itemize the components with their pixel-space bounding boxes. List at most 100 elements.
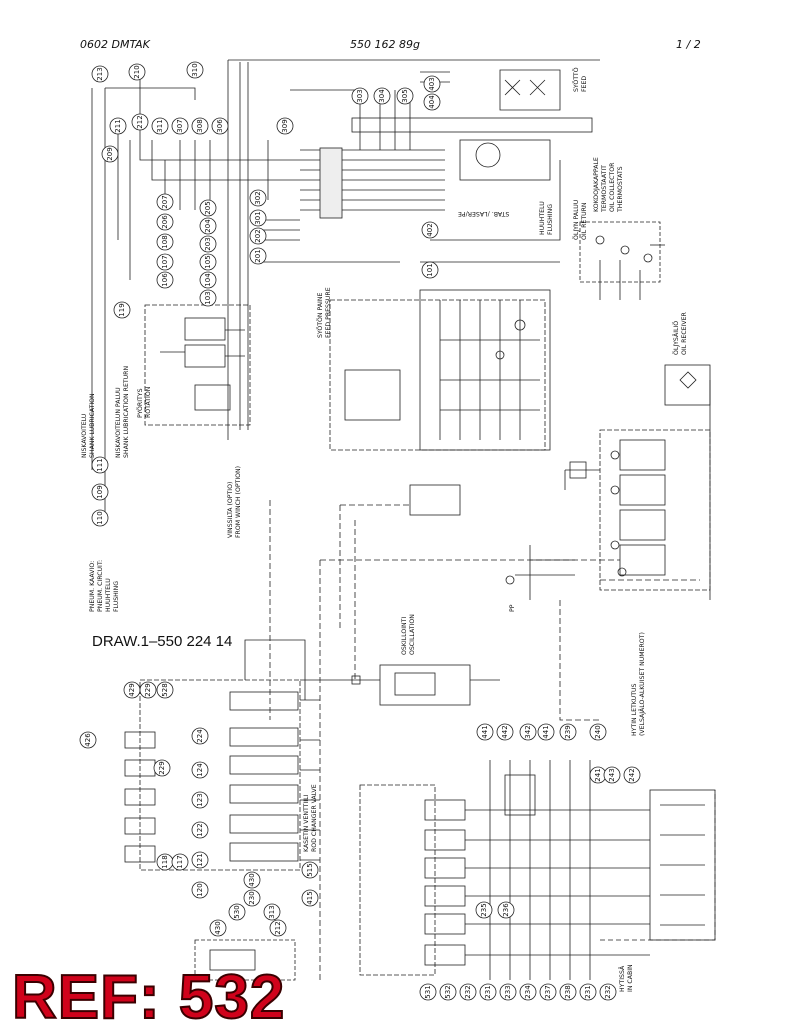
callout-number: 118 [161, 855, 169, 868]
callout-cabin-bottom-3: 231 [479, 983, 497, 1001]
oil-collector [579, 221, 661, 300]
callout-left-col-7: 309 [276, 117, 294, 135]
callout-number: 237 [544, 985, 552, 998]
callout-number: 415 [306, 891, 314, 904]
callout-circle [191, 851, 209, 869]
callout-circle [599, 983, 617, 1001]
callout-cabin-bottom-7: 238 [559, 983, 577, 1001]
callout-circle [559, 983, 577, 1001]
callout-grid-a-3: 107 [156, 253, 174, 271]
callout-number: 203 [204, 237, 212, 250]
callout-number: 123 [196, 793, 204, 806]
callout-circle [373, 87, 391, 105]
callout-left-col-6: 209 [101, 145, 119, 163]
callout-number: 404 [428, 95, 436, 109]
callout-mid-1: 101 [421, 261, 439, 279]
callout-circle [396, 87, 414, 105]
callout-cabin-top-6: 241 [589, 766, 607, 784]
callout-number: 441 [542, 725, 550, 738]
callout-circle [191, 761, 209, 779]
callout-grid-b-1: 204 [199, 217, 217, 235]
callout-number: 110 [96, 511, 104, 524]
callout-grid-c-3: 201 [249, 247, 267, 265]
callout-circle [191, 821, 209, 839]
callout-circle [171, 117, 189, 135]
callout-number: 238 [564, 985, 572, 998]
callout-rod-left-11: 118 [156, 853, 174, 871]
callout-circle [421, 261, 439, 279]
callout-rod-left-0: 429 [123, 681, 141, 699]
callout-number: 210 [133, 65, 141, 78]
callout-left-col-1: 212 [131, 113, 149, 131]
callout-circle [156, 271, 174, 289]
callout-number: 229 [144, 683, 152, 696]
callout-number: 515 [306, 863, 314, 876]
callout-number: 231 [484, 985, 492, 998]
callout-grid-c-2: 202 [249, 227, 267, 245]
callout-number: 204 [204, 219, 212, 233]
callout-grid-b-2: 203 [199, 235, 217, 253]
rod-changer-bank [124, 639, 320, 981]
callout-circle [603, 766, 621, 784]
callout-number: 402 [426, 223, 434, 236]
callout-side-2: 110 [91, 509, 109, 527]
callout-number: 232 [604, 985, 612, 998]
callout-circle [101, 145, 119, 163]
callout-number: 234 [524, 985, 532, 999]
callout-top-4: 304 [373, 87, 391, 105]
callout-circle [243, 889, 261, 907]
callout-rod-bottom-0: 430 [209, 919, 227, 937]
callout-grid-b-3: 105 [199, 253, 217, 271]
callout-number: 230 [248, 891, 256, 904]
callout-number: 231 [584, 985, 592, 998]
callout-circle [351, 87, 369, 105]
callout-circle [91, 65, 109, 83]
callout-circle [249, 209, 267, 227]
callout-circle [423, 75, 441, 93]
callout-left-col-0: 211 [109, 117, 127, 135]
callout-number: 205 [204, 201, 212, 214]
callout-number: 229 [158, 761, 166, 774]
callout-circle [479, 983, 497, 1001]
doc-code: 0602 DMTAK [80, 38, 150, 51]
callout-circle [79, 731, 97, 749]
callout-cabin-top-8: 242 [623, 766, 641, 784]
callout-number: 212 [136, 115, 144, 128]
winch-valve [339, 484, 461, 680]
callout-number: 209 [106, 147, 114, 160]
callout-number: 241 [594, 768, 602, 781]
callout-circle [459, 983, 477, 1001]
callout-cabin-top-3: 441 [537, 723, 555, 741]
callout-circle [623, 766, 641, 784]
callout-rod-bottom-3: 313 [263, 903, 281, 921]
callout-circle [113, 301, 131, 319]
callout-number: 235 [480, 903, 488, 916]
callout-circle [249, 247, 267, 265]
callout-circle [423, 93, 441, 111]
callout-circle [156, 233, 174, 251]
callout-grid-a-0: 207 [156, 193, 174, 211]
callout-circle [199, 217, 217, 235]
callout-number: 309 [281, 119, 289, 132]
callout-number: 305 [401, 89, 409, 102]
callout-circle [476, 723, 494, 741]
callout-circle [249, 189, 267, 207]
ref-stamp: REF: 532 [11, 962, 286, 1033]
callout-number: 306 [216, 119, 224, 133]
callout-number: 232 [464, 985, 472, 998]
callout-circle [156, 681, 174, 699]
callout-number: 201 [254, 249, 262, 262]
callout-number: 202 [254, 229, 262, 242]
callout-rod-left-12: 117 [171, 853, 189, 871]
callout-circle [475, 901, 493, 919]
callout-rod-left-6: 124 [191, 761, 209, 779]
callout-rod-left-9: 121 [191, 851, 209, 869]
cabin-valve-bank [359, 760, 716, 980]
callout-number: 236 [502, 903, 510, 917]
callout-grid-b-0: 205 [199, 199, 217, 217]
callout-number: 212 [274, 921, 282, 934]
callout-number: 442 [501, 725, 509, 738]
callout-circle [519, 983, 537, 1001]
callout-number: 308 [196, 119, 204, 132]
callout-circle [191, 791, 209, 809]
